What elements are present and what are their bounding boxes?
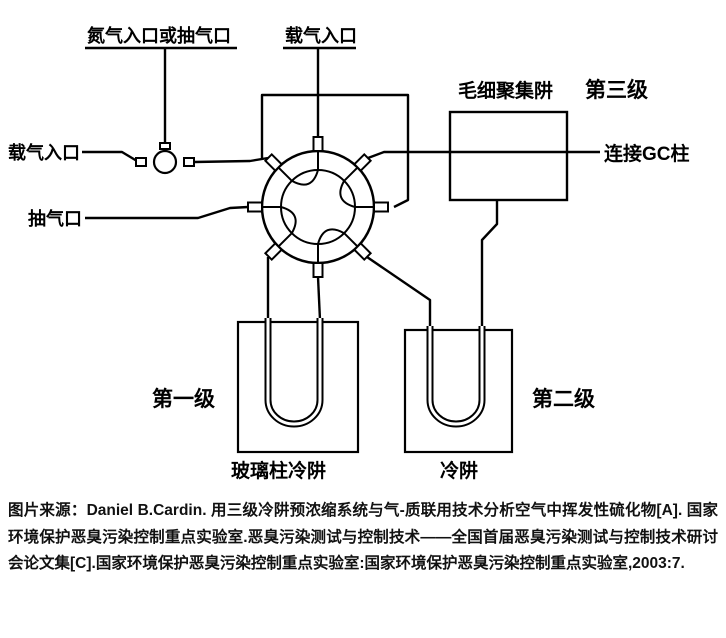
label-carrier-inlet-left: 载气入口: [8, 142, 80, 163]
label-stage-two: 第二级: [532, 387, 595, 411]
caption: 图片来源：Daniel B.Cardin. 用三级冷阱预浓缩系统与气-质联用技术…: [8, 502, 718, 573]
valve-port-fitting: [373, 201, 389, 213]
pump-outlet-line: [85, 205, 249, 220]
t-valve: [135, 142, 195, 175]
valve-port-fitting: [352, 152, 373, 173]
tubing-lines: [82, 46, 600, 328]
valve-port-fitting: [312, 136, 324, 152]
label-nitrogen-inlet: 氮气入口或抽气口: [87, 25, 231, 46]
trap1-u-tube-inner: [266, 318, 322, 426]
top-loop-line: [260, 93, 410, 209]
trap1-box: [236, 320, 360, 454]
label-cold-trap: 冷阱: [440, 459, 478, 482]
t-valve-top-cap: [159, 142, 171, 150]
valve-rotor-channels: [280, 169, 356, 245]
t-valve-left-fitting: [135, 157, 147, 167]
stage3-trap-box: [448, 110, 569, 202]
valve-port-fitting: [352, 241, 373, 262]
trap1-u-tube-outer: [264, 318, 324, 428]
label-connect-gc-column: 连接GC柱: [604, 142, 690, 165]
valve-port-spokes: [262, 151, 374, 263]
valve-port-fitting: [263, 152, 284, 173]
trap2-assembly: [403, 326, 514, 454]
valve-port-fitting: [263, 241, 284, 262]
valve-port-fitting: [312, 262, 324, 278]
valve-port-fittings: [247, 136, 389, 278]
trap2-to-stage3-line: [480, 200, 499, 328]
label-stage-one: 第一级: [152, 387, 215, 411]
valve-to-trap1-right-line: [316, 276, 322, 321]
valve-port-fitting: [247, 201, 263, 213]
label-capillary-trap: 毛细聚集阱: [458, 79, 553, 102]
trap2-u-tube-outer: [426, 326, 486, 428]
label-stage-three: 第三级: [585, 78, 648, 102]
trap2-u-tube-inner: [428, 326, 484, 426]
label-glass-column-cold-trap: 玻璃柱冷阱: [231, 459, 326, 482]
tvalve-to-valve-line: [193, 156, 269, 164]
label-pump-outlet: 抽气口: [28, 208, 82, 229]
label-carrier-inlet-top: 载气入口: [285, 25, 357, 46]
t-valve-right-fitting: [183, 157, 195, 167]
trap1-assembly: [236, 318, 360, 454]
gc-column-line: [367, 150, 600, 160]
t-valve-body: [152, 149, 178, 175]
valve-to-trap2-line: [366, 256, 432, 328]
trap2-box: [403, 328, 514, 454]
carrier-left-inlet-line: [82, 150, 138, 163]
rotary-valve: [247, 136, 389, 278]
preconcentrator-diagram: 氮气入口或抽气口 载气入口 载气入口 抽气口 毛细聚集阱 第三级 连接GC柱 第…: [8, 25, 690, 482]
